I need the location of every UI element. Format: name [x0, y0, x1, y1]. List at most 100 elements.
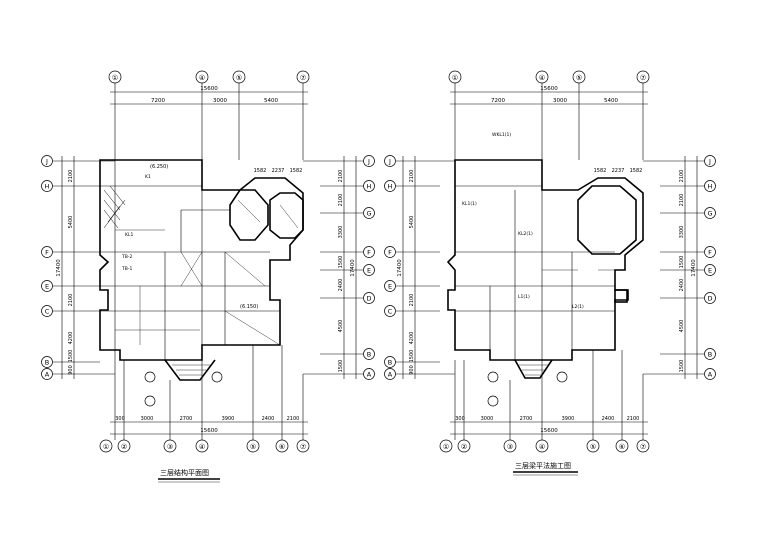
dimension-overall: 15600 — [200, 428, 218, 434]
dimension: 3300 — [338, 226, 344, 239]
dimension: 2100 — [409, 170, 415, 183]
plan-annotations: (6.250) (6.150) K1 KL1 TB-2 TB-1 — [121, 164, 258, 310]
axis-label: E — [45, 283, 49, 291]
dimension: 1500 — [338, 360, 344, 373]
right-dimensions: 2100 2100 3300 1500 2400 4500 1500 17400 — [643, 156, 704, 379]
dimension: 1582 — [254, 168, 267, 174]
floor-plan-walls — [99, 159, 304, 381]
dimension: 7200 — [491, 98, 505, 104]
dimension: 2237 — [612, 168, 625, 174]
beam-plan-right: ① ④ ⑤ ⑦ 15600 7200 3000 5400 1582 2237 1… — [384, 70, 716, 476]
dimension: 2100 — [679, 170, 685, 183]
dimension-overall: 15600 — [540, 86, 558, 92]
axis-label: ⑤ — [576, 74, 582, 82]
axis-label: ⑤ — [250, 443, 256, 451]
dimension-overall: 15600 — [200, 86, 218, 92]
axis-label: D — [366, 295, 371, 303]
axis-label: H — [388, 183, 393, 191]
annotation: K1 — [145, 174, 151, 180]
dimension-overall: 17400 — [691, 259, 697, 277]
dimension: 3300 — [679, 226, 685, 239]
axis-label: ④ — [199, 443, 205, 451]
dimension: 1500 — [338, 256, 344, 269]
axis-label: G — [707, 210, 712, 218]
axis-label: A — [45, 371, 50, 379]
annotation: L2(1) — [572, 304, 584, 310]
axis-label: J — [45, 158, 48, 166]
axis-label: ② — [121, 443, 127, 451]
axis-label: B — [708, 351, 712, 359]
dimension: 900 — [68, 365, 74, 375]
dimension: 2700 — [180, 416, 193, 422]
axis-label: ① — [443, 443, 449, 451]
floor-plan-beams — [446, 159, 644, 379]
axis-label: H — [45, 183, 50, 191]
bottom-dimensions: 300 3000 2700 3900 2400 2100 15600 — [450, 350, 648, 440]
left-axis-bubbles: J H F E C B A — [41, 155, 53, 380]
axis-label: D — [707, 295, 712, 303]
annotation: KL1 — [125, 232, 133, 238]
dimension: 3000 — [553, 98, 567, 104]
axis-label: B — [367, 351, 371, 359]
section-markers — [144, 371, 223, 407]
axis-label: ⑦ — [300, 74, 306, 82]
annotation: TB-1 — [121, 266, 132, 272]
axis-label: ⑦ — [300, 443, 306, 451]
axis-label: ① — [452, 74, 458, 82]
dimension: 3000 — [213, 98, 227, 104]
annotation: TB-2 — [121, 254, 132, 260]
dimension: 900 — [409, 365, 415, 375]
axis-label: F — [708, 249, 712, 257]
axis-label: E — [367, 267, 371, 275]
left-dimensions: 17400 2100 5400 2100 4200 1500 900 — [53, 156, 115, 379]
annotation: L1(1) — [518, 294, 530, 300]
axis-label: ③ — [507, 443, 513, 451]
top-axis-bubbles: ① ④ ⑤ ⑦ — [108, 70, 310, 84]
axis-label: ④ — [539, 443, 545, 451]
top-axis-bubbles: ① ④ ⑤ ⑦ — [448, 70, 650, 84]
axis-label: J — [367, 158, 370, 166]
axis-label: ⑥ — [619, 443, 625, 451]
axis-label: J — [708, 158, 711, 166]
dimension: 2400 — [602, 416, 615, 422]
section-markers — [487, 371, 568, 407]
dimension: 5400 — [604, 98, 618, 104]
axis-label: E — [708, 267, 712, 275]
annotation: KL2(1) — [518, 231, 533, 237]
axis-label: C — [388, 308, 393, 316]
dimension: 2100 — [679, 194, 685, 207]
dimension-overall: 15600 — [540, 428, 558, 434]
annotation: (6.150) — [240, 304, 258, 310]
axis-label: ⑦ — [640, 74, 646, 82]
dimension-overall: 17400 — [56, 259, 62, 277]
annotation: (6.250) — [150, 164, 168, 170]
axis-label: A — [367, 371, 372, 379]
dimension: 1582 — [594, 168, 607, 174]
left-dimensions: 17400 2100 5400 2100 4200 1500 900 — [396, 156, 455, 379]
dimension: 2100 — [68, 170, 74, 183]
top-dimensions: 15600 7200 3000 5400 1582 2237 1582 — [450, 83, 648, 174]
dimension: 3000 — [141, 416, 154, 422]
axis-label: F — [388, 249, 392, 257]
axis-label: C — [45, 308, 50, 316]
dimension: 2100 — [68, 294, 74, 307]
dimension: 300 — [115, 416, 125, 422]
axis-label: H — [708, 183, 713, 191]
left-axis-bubbles: J H F E C B A — [384, 155, 396, 380]
right-dimensions: 2100 2100 3300 1500 2400 4500 1500 17400 — [303, 156, 363, 379]
dimension: 3900 — [222, 416, 235, 422]
dimension: 5400 — [409, 216, 415, 229]
dimension: 4200 — [409, 332, 415, 345]
axis-label: F — [367, 249, 371, 257]
axis-label: A — [388, 371, 393, 379]
dimension: 1500 — [68, 350, 74, 363]
drawing-caption: 三层梁平法施工图 — [515, 461, 571, 470]
axis-label: ⑤ — [236, 74, 242, 82]
axis-label: A — [708, 371, 713, 379]
dimension: 4200 — [68, 332, 74, 345]
dimension: 2700 — [520, 416, 533, 422]
beam-annotations: WKL1(1) KL1(1) KL2(1) L1(1) L2(1) — [462, 132, 584, 310]
dimension: 2100 — [338, 194, 344, 207]
axis-label: ④ — [539, 74, 545, 82]
